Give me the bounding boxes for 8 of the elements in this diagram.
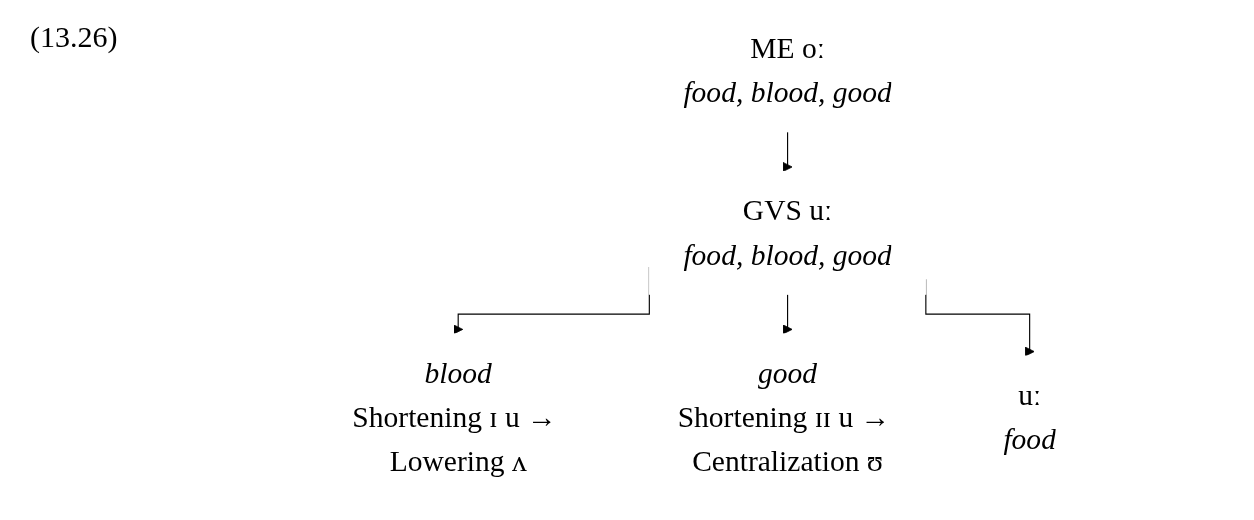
node-text: ME oː food, blood, good bbox=[683, 31, 893, 110]
arrow bbox=[783, 131, 794, 172]
node-text: GVS uː food, blood, good bbox=[683, 194, 893, 272]
node-text: blood Shortening ɪ u → Lowering ʌ bbox=[352, 356, 558, 479]
node-text: good Shortening ɪɪ u → Centralization ʊ bbox=[678, 356, 891, 479]
example-number: (13.26) bbox=[30, 20, 118, 54]
arrow bbox=[783, 293, 794, 335]
node-text: uː food bbox=[1003, 378, 1057, 457]
